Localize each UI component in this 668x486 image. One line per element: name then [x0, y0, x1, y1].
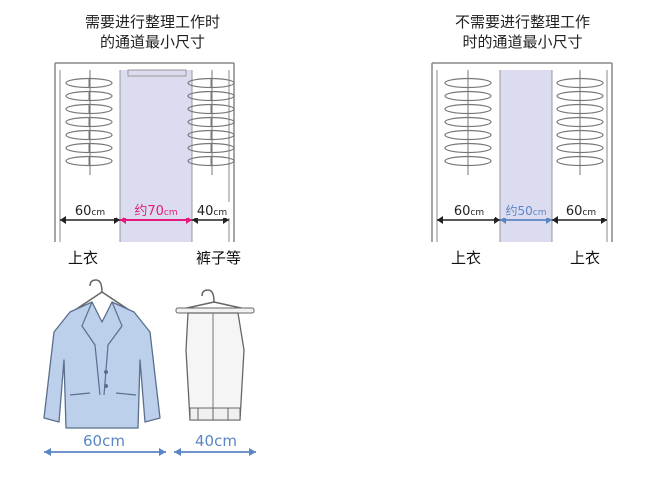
jacket-illustration: [43, 279, 161, 429]
jacket-lapel-left: [81, 301, 101, 396]
jacket-body: [43, 301, 161, 429]
right-title-line1: 不需要进行整理工作: [454, 13, 590, 31]
left-label-jacket: 上衣: [68, 249, 99, 267]
left-rail: [127, 69, 187, 77]
pants-body: [185, 312, 245, 421]
right-label-jacket-1: 上衣: [451, 249, 482, 267]
jacket-pocket-right: [115, 392, 137, 396]
jacket-hanger-hook: [89, 279, 103, 293]
right-dims: 60cm 约50cm 60cm: [437, 202, 607, 224]
pants-hanger-hook: [201, 289, 215, 303]
jacket-button-2: [104, 384, 108, 388]
right-hanger-stack-a: [444, 77, 492, 167]
right-dim-1: 60cm: [454, 204, 484, 219]
left-hanger-stack-b: [187, 77, 235, 167]
pants-width-label: 40cm: [195, 432, 237, 450]
left-dim-2: 约70cm: [134, 204, 177, 219]
jacket-button-1: [104, 370, 108, 374]
left-title: 需要进行整理工作时 的通道最小尺寸: [40, 12, 265, 52]
bottom-dims: 60cm 40cm: [44, 432, 256, 456]
right-hanger-stack-b: [556, 77, 604, 167]
jacket-pocket-left: [69, 392, 91, 396]
left-dim-1: 60cm: [75, 204, 105, 219]
pants-hanger-bar: [175, 307, 255, 314]
left-title-line1: 需要进行整理工作时: [84, 13, 220, 31]
left-dim-3: 40cm: [197, 204, 227, 219]
jacket-width-label: 60cm: [83, 432, 125, 450]
left-dims: 60cm 约70cm 40cm: [60, 202, 232, 224]
left-title-line2: 的通道最小尺寸: [99, 33, 205, 51]
right-title: 不需要进行整理工作 时的通道最小尺寸: [410, 12, 635, 52]
left-label-pants: 裤子等: [196, 249, 242, 267]
right-dim-3: 60cm: [566, 204, 596, 219]
right-label-jacket-2: 上衣: [570, 249, 601, 267]
pants-illustration: [175, 289, 255, 421]
left-hanger-stack-a: [65, 77, 113, 167]
right-title-line2: 时的通道最小尺寸: [462, 33, 583, 51]
right-dim-2: 约50cm: [506, 203, 547, 218]
